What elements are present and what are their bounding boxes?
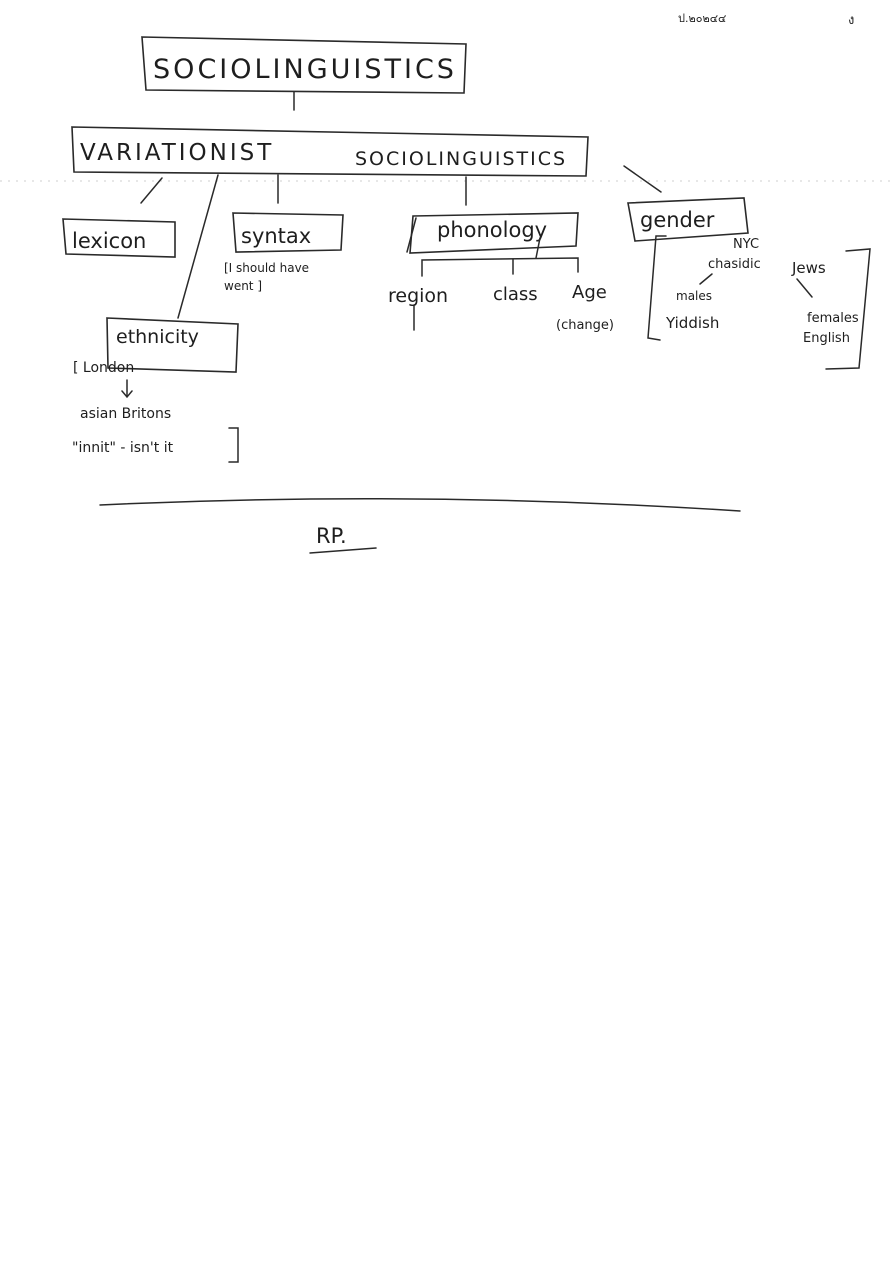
gender-label: gender: [640, 208, 715, 232]
gender-hasidic: chasidic: [708, 257, 761, 272]
corner-mark: ง: [848, 13, 854, 28]
gender-box: [627, 197, 749, 242]
connector-ethnicity: [177, 174, 219, 319]
page-divider: [99, 498, 741, 512]
syntax-example-line1: [I should have: [224, 261, 309, 275]
corner-note: ป.๒๐๒๔๔: [678, 12, 726, 25]
connector-females: [796, 278, 813, 298]
gender-females: females: [807, 311, 859, 326]
class-label: class: [493, 284, 538, 305]
branch-box: [71, 126, 589, 177]
root-label: SOCIOLINGUISTICS: [153, 54, 457, 85]
age-note: (change): [556, 318, 614, 333]
connector-males: [699, 273, 713, 285]
lexicon-label: lexicon: [72, 229, 146, 253]
gender-nyc: NYC: [733, 237, 759, 252]
ethnicity-close-bracket: [228, 427, 239, 463]
syntax-label: syntax: [241, 224, 311, 248]
phonology-box-mark: [406, 217, 417, 253]
phonology-bracket: [421, 257, 579, 277]
syntax-box: [232, 212, 344, 253]
ethnicity-note-london: [ London: [73, 360, 134, 376]
syntax-example-line2: went ]: [224, 279, 262, 293]
ethnicity-label: ethnicity: [116, 326, 199, 348]
branch-label-left: VARIATIONIST: [80, 140, 274, 166]
connector-lexicon: [140, 177, 163, 204]
gender-english: English: [803, 331, 850, 346]
connector-phon-box: [535, 237, 541, 259]
age-label: Age: [572, 282, 607, 303]
ethnicity-box: [106, 317, 239, 373]
ethnicity-note-asian: asian Britons: [80, 406, 171, 422]
rp-underline: [309, 547, 377, 554]
branch-label-right: SOCIOLINGUISTICS: [355, 148, 567, 170]
gender-left-bracket: [647, 235, 667, 341]
gender-jews: Jews: [791, 259, 826, 277]
rp-label: RP.: [316, 524, 347, 548]
lexicon-box: [62, 218, 176, 258]
region-label: region: [388, 285, 448, 307]
phonology-box: [409, 212, 579, 254]
ethnicity-arrowhead: [121, 390, 133, 399]
gender-males: males: [676, 289, 712, 303]
gender-yiddish: Yiddish: [665, 314, 719, 332]
phonology-label: phonology: [437, 218, 547, 242]
gender-right-bracket: [825, 248, 871, 370]
connector-gender: [623, 165, 662, 193]
ethnicity-note-innit: "innit" - isn't it: [72, 440, 174, 456]
root-box: [141, 36, 467, 94]
